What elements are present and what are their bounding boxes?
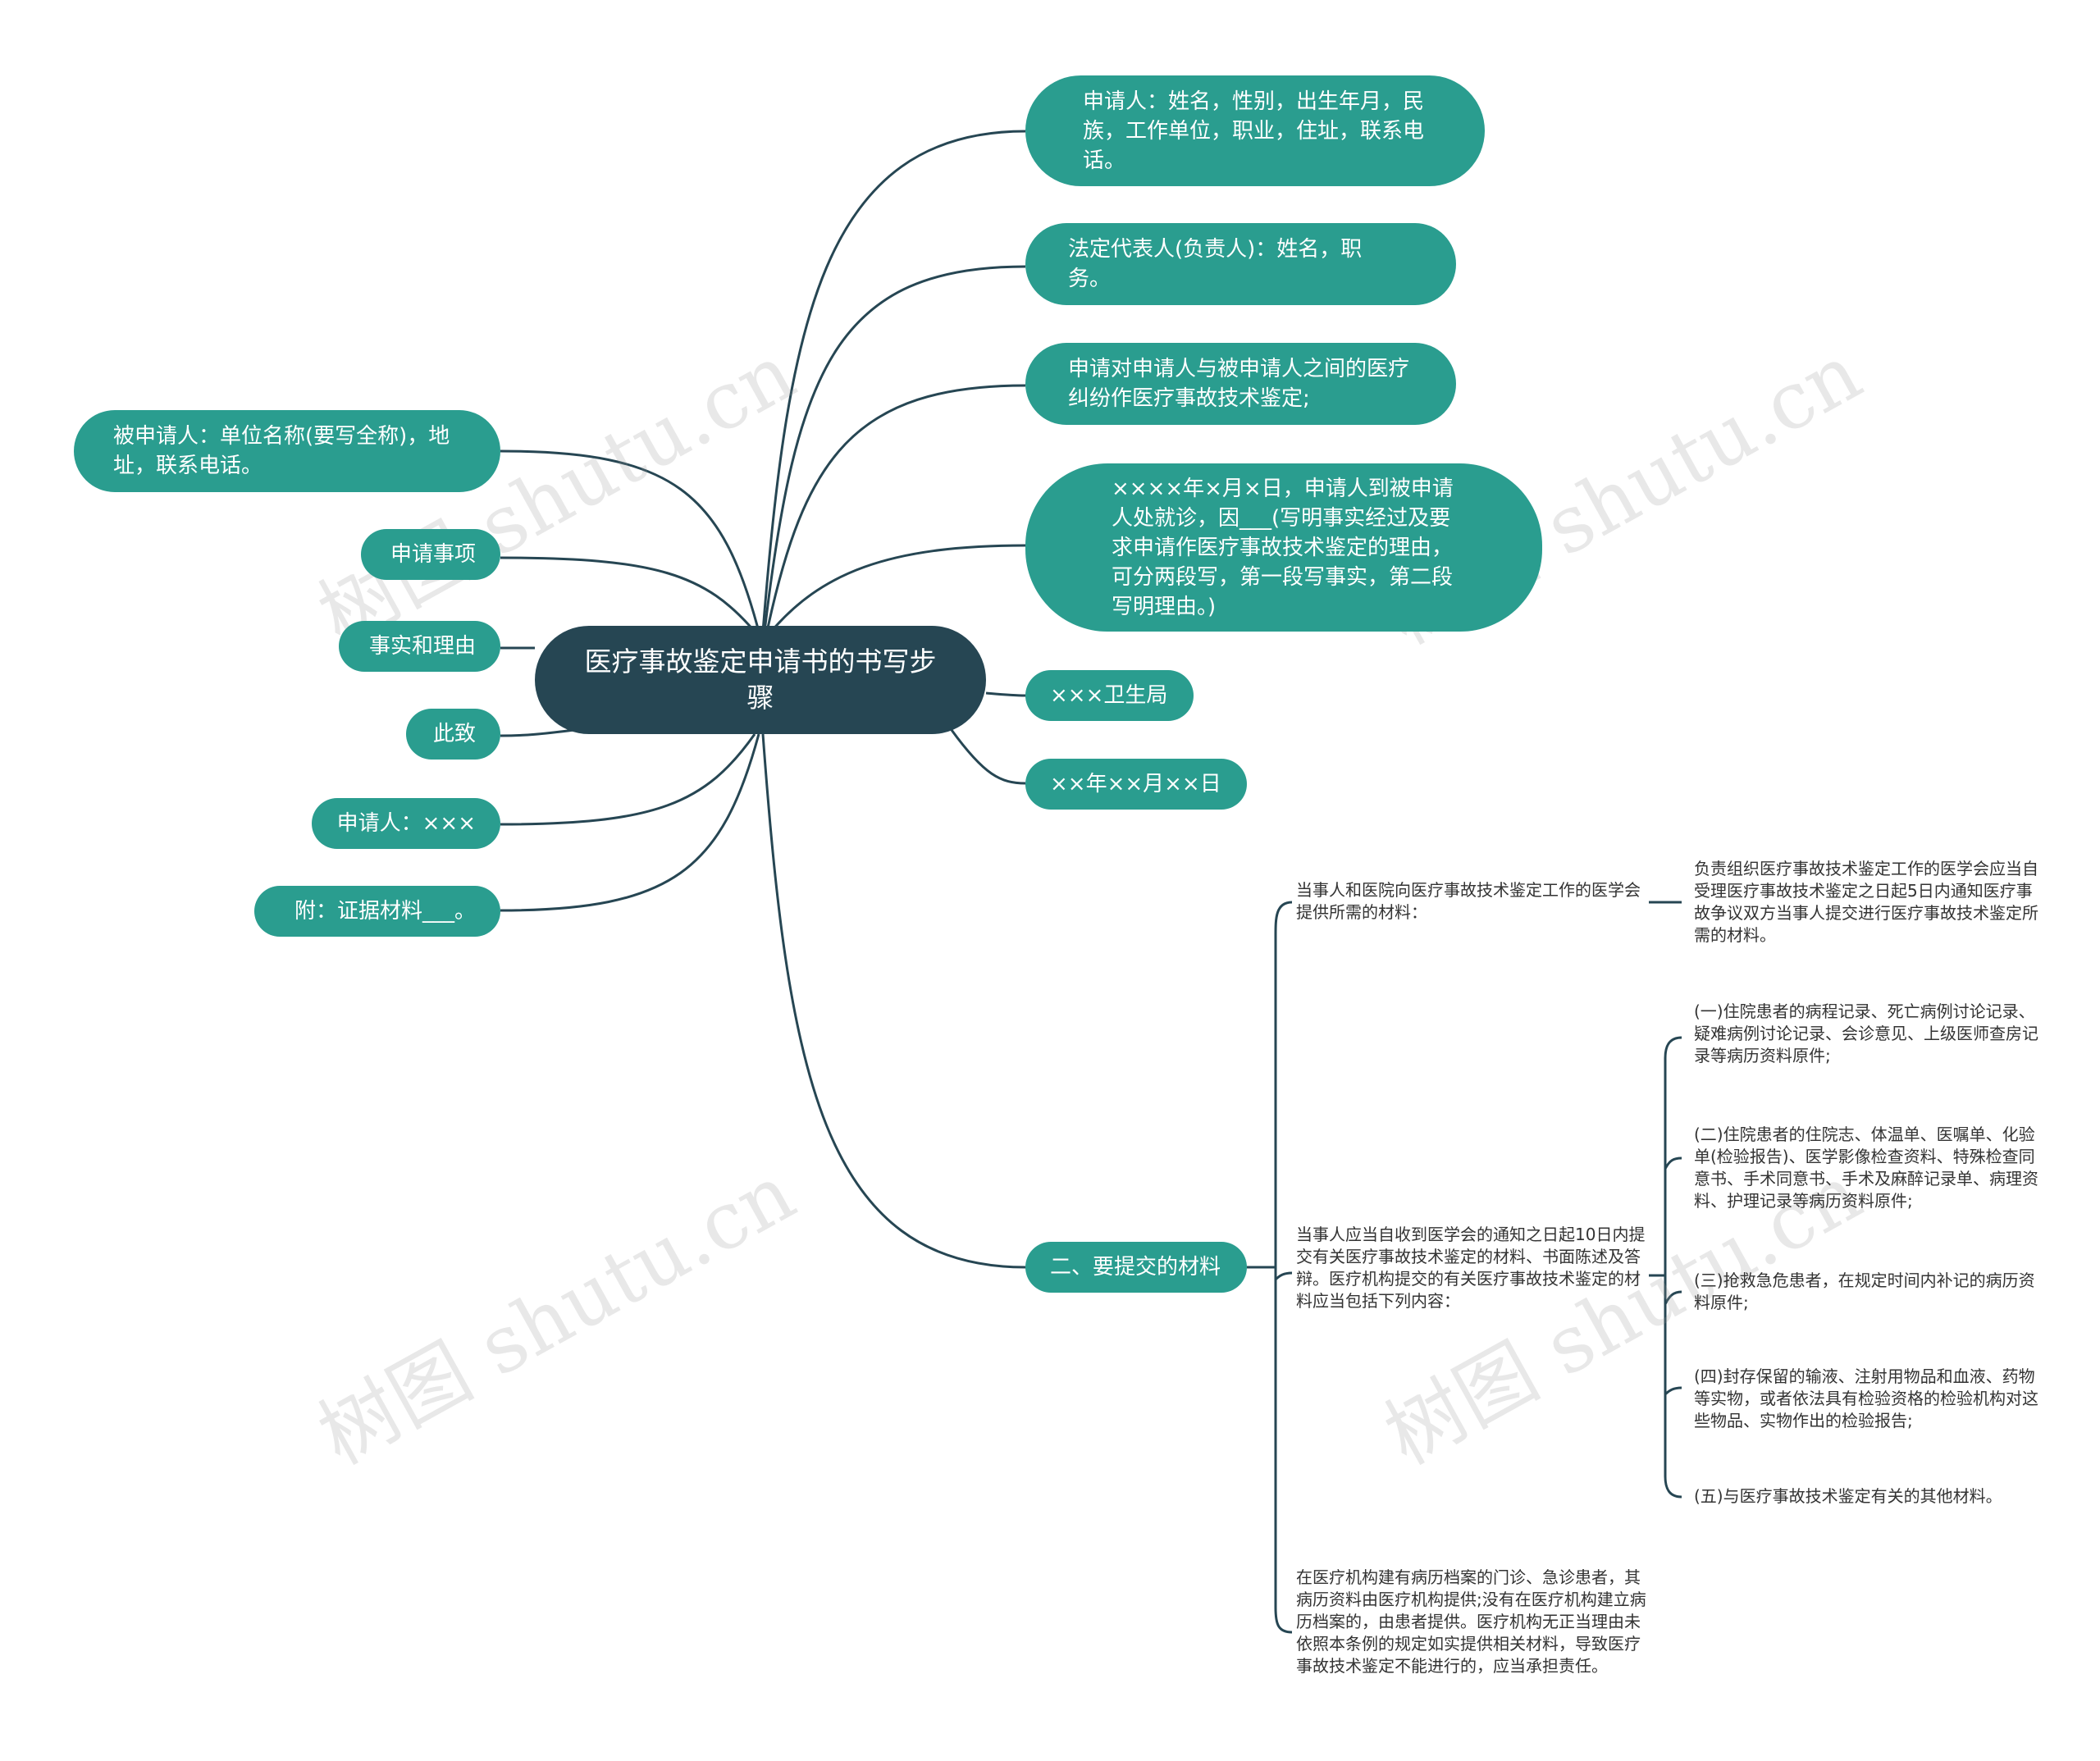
sub-item-2: (二)住院患者的住院志、体温单、医嘱单、化验单(检验报告)、医学影像检查资料、特… xyxy=(1694,1125,2038,1211)
node-health-bureau[interactable]: ×××卫生局 xyxy=(1025,670,1194,721)
link-right-3 xyxy=(765,384,1026,632)
node-legal-rep[interactable]: 法定代表人(负责人)：姓名，职务。 xyxy=(1025,223,1456,305)
node-applicant-sign-label: 申请人：××× xyxy=(336,811,476,836)
sub-item-1: (一)住院患者的病程记录、死亡病例讨论记录、疑难病例讨论记录、会诊意见、上级医师… xyxy=(1694,1001,2038,1065)
link-left-5 xyxy=(500,733,756,826)
node-respondent[interactable]: 被申请人：单位名称(要写全称)，地址，联系电话。 xyxy=(74,410,500,492)
node-application-items[interactable]: 申请事项 xyxy=(361,529,500,580)
node-applicant-info-label: 申请人：姓名，性别，出生年月，民族，工作单位，职业，住址，联系电话。 xyxy=(1083,89,1425,173)
bracket-level3-c xyxy=(1664,1386,1682,1396)
node-health-bureau-label: ×××卫生局 xyxy=(1050,683,1168,708)
materials-item-3: 在医疗机构建有病历档案的门诊、急诊患者，其病历资料由医疗机构提供;没有在医疗机构… xyxy=(1296,1567,1646,1676)
node-request-label: 申请对申请人与被申请人之间的医疗纠纷作医疗事故技术鉴定; xyxy=(1068,357,1410,411)
link-left-4 xyxy=(500,728,575,737)
link-left-6 xyxy=(500,733,760,912)
sub-item-4: (四)封存保留的输液、注射用物品和血液、药物等实物，或者依法具有检验资格的检验机… xyxy=(1694,1366,2038,1430)
materials-first-child: 负责组织医疗事故技术鉴定工作的医学会应当自受理医疗事故技术鉴定之日起5日内通知医… xyxy=(1694,859,2038,945)
bracket-level3-a xyxy=(1664,1157,1682,1170)
node-request[interactable]: 申请对申请人与被申请人之间的医疗纠纷作医疗事故技术鉴定; xyxy=(1025,343,1456,425)
node-salutation[interactable]: 此致 xyxy=(406,709,500,760)
link-left-2 xyxy=(500,556,756,632)
node-materials-label: 二、要提交的材料 xyxy=(1050,1255,1221,1280)
node-applicant-info[interactable]: 申请人：姓名，性别，出生年月，民族，工作单位，职业，住址，联系电话。 xyxy=(1025,75,1485,186)
link-right-5 xyxy=(985,691,1026,697)
link-left-1 xyxy=(500,449,760,632)
node-facts-reasons-label: 事实和理由 xyxy=(368,634,476,659)
node-respondent-label: 被申请人：单位名称(要写全称)，地址，联系电话。 xyxy=(113,424,450,478)
node-application-items-label: 申请事项 xyxy=(390,542,476,567)
node-facts-reasons[interactable]: 事实和理由 xyxy=(339,621,500,672)
bracket-level2 xyxy=(1274,901,1293,1634)
materials-item-2: 当事人应当自收到医学会的通知之日起10日内提交有关医疗事故技术鉴定的材料、书面陈… xyxy=(1296,1225,1646,1311)
link-right-2 xyxy=(763,265,1026,632)
bracket-level2-mid xyxy=(1274,1271,1293,1281)
bracket-level3-b xyxy=(1664,1290,1682,1305)
node-date[interactable]: ××年××月××日 xyxy=(1025,759,1247,810)
node-legal-rep-label: 法定代表人(负责人)：姓名，职务。 xyxy=(1068,237,1363,291)
node-applicant-sign[interactable]: 申请人：××× xyxy=(312,798,500,849)
link-right-6 xyxy=(950,729,1026,785)
materials-item-1: 当事人和医院向医疗事故技术鉴定工作的医学会提供所需的材料： xyxy=(1296,880,1641,922)
node-facts-text-label: ××××年×月×日，申请人到被申请人处就诊，因___(写明事实经过及要求申请作医… xyxy=(1112,476,1454,619)
node-salutation-label: 此致 xyxy=(432,722,476,746)
sub-item-3: (三)抢救急危患者，在规定时间内补记的病历资料原件; xyxy=(1694,1271,2035,1312)
node-materials[interactable]: 二、要提交的材料 xyxy=(1025,1242,1247,1293)
link-right-4 xyxy=(769,544,1026,632)
bracket-level3 xyxy=(1664,1036,1682,1499)
sub-item-5: (五)与医疗事故技术鉴定有关的其他材料。 xyxy=(1694,1486,2002,1506)
node-facts-text[interactable]: ××××年×月×日，申请人到被申请人处就诊，因___(写明事实经过及要求申请作医… xyxy=(1025,463,1542,632)
link-right-1 xyxy=(761,130,1026,632)
node-date-label: ××年××月××日 xyxy=(1050,772,1221,796)
node-attachment[interactable]: 附：证据材料___。 xyxy=(254,886,500,937)
root-node[interactable]: 医疗事故鉴定申请书的书写步骤 xyxy=(535,626,986,734)
node-attachment-label: 附：证据材料___。 xyxy=(294,899,476,924)
link-right-7 xyxy=(761,733,1026,1269)
